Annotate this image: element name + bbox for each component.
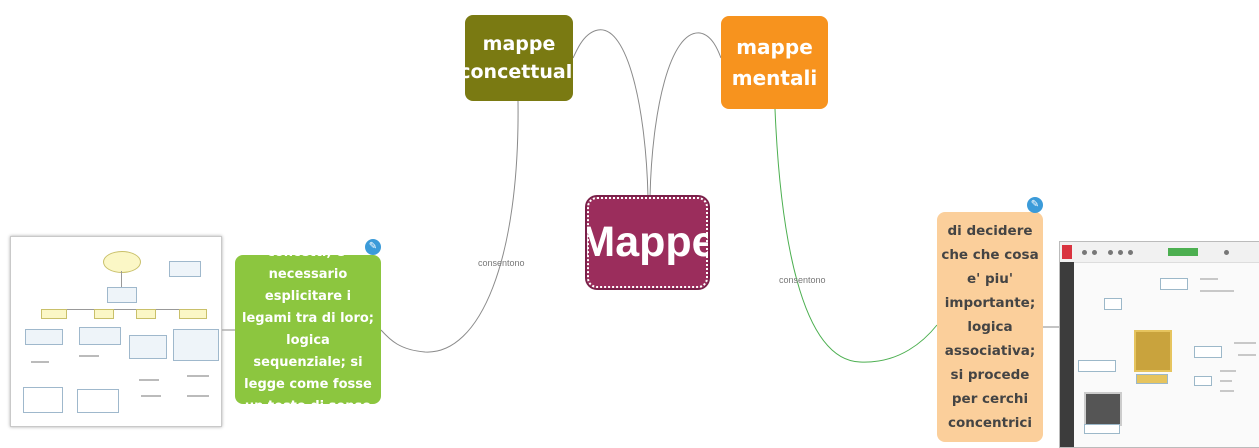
description-text-mentali: di decidere che che cosa e' piu' importa… bbox=[941, 223, 1039, 431]
pencil-icon[interactable]: ✎ bbox=[365, 239, 381, 255]
mind-map-thumbnail[interactable] bbox=[1059, 241, 1259, 448]
branch-node-mentali[interactable]: mappe mentali bbox=[721, 16, 828, 109]
edge-label-right: consentono bbox=[779, 275, 826, 285]
branch-label-concettuali: mappe concettuali bbox=[459, 33, 579, 83]
description-node-concettuali[interactable]: di esporre concetti; e' necessario espli… bbox=[235, 223, 381, 436]
root-label: Mappe bbox=[579, 218, 716, 266]
pencil-icon[interactable]: ✎ bbox=[1027, 197, 1043, 213]
concept-map-thumbnail[interactable] bbox=[10, 236, 222, 427]
app-toolbar bbox=[1060, 242, 1259, 263]
description-text-concettuali: di esporre concetti; e' necessario espli… bbox=[241, 222, 375, 436]
link-concettuali-description bbox=[380, 100, 519, 353]
edge-label-left: consentono bbox=[478, 258, 525, 268]
branch-node-concettuali[interactable]: mappe concettuali bbox=[459, 15, 579, 101]
description-node-mentali[interactable]: di decidere che che cosa e' piu' importa… bbox=[937, 212, 1043, 442]
root-node[interactable]: Mappe bbox=[579, 195, 716, 290]
link-root-concettuali bbox=[572, 29, 649, 198]
link-mentali-description bbox=[774, 108, 938, 363]
link-root-mentali bbox=[649, 32, 722, 198]
app-sidebar bbox=[1060, 262, 1074, 447]
branch-label-mentali: mappe mentali bbox=[731, 34, 818, 90]
